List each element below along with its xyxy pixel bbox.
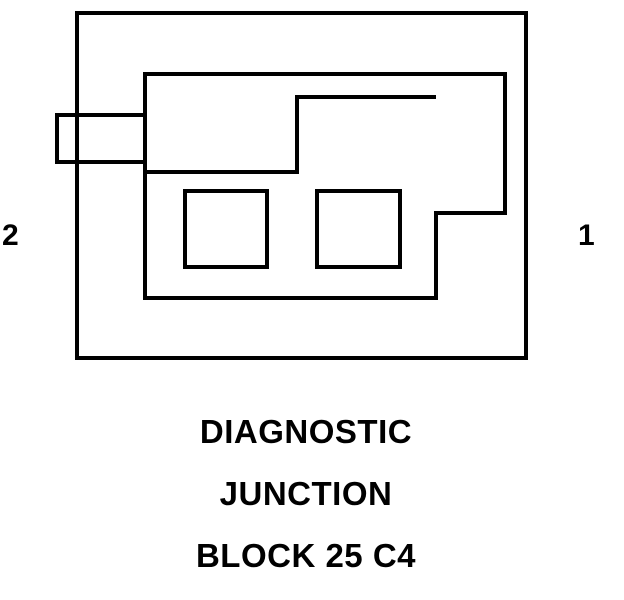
pin-number-2: 2 bbox=[2, 219, 19, 252]
connector-body bbox=[143, 72, 507, 300]
caption-line-2: JUNCTION bbox=[219, 475, 393, 512]
caption-line-1: DIAGNOSTIC bbox=[199, 413, 413, 450]
connector-housing bbox=[75, 11, 528, 360]
connector-latch bbox=[55, 113, 145, 164]
connector-keyway bbox=[145, 95, 436, 174]
connector-diagram bbox=[55, 11, 528, 360]
terminal-cavity-2 bbox=[183, 189, 269, 269]
caption-line-3: BLOCK 25 C4 bbox=[195, 537, 417, 574]
pin-number-1: 1 bbox=[578, 219, 595, 252]
terminal-cavity-1 bbox=[315, 189, 402, 269]
